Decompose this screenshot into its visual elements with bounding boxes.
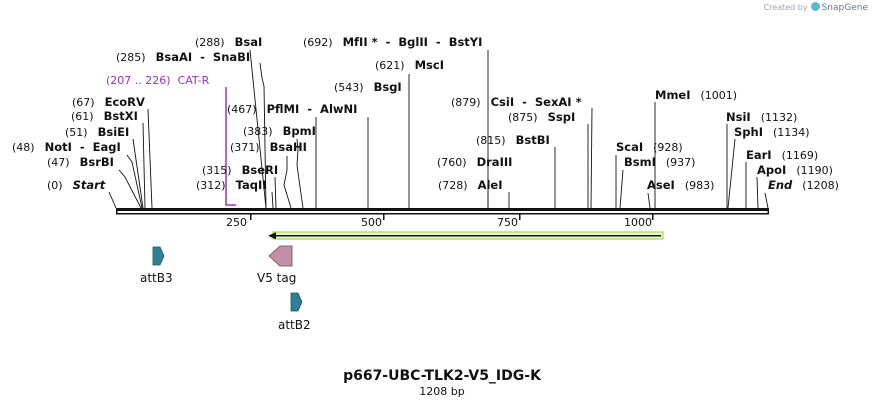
site-alei: (728)AleI [438,178,503,192]
site-end: End(1208) [768,178,839,192]
site-mfii-bglii-bstyi: (692)MfII * - BglII - BstYI [303,35,482,49]
primer-cat-r: (207 .. 226) CAT-R [106,74,236,206]
credit-brand: SnapGene [821,3,868,13]
site-noti-eagi: (48)NotI - EagI [12,140,121,154]
primer-bracket [225,87,236,206]
site-scai: ScaI(928) [616,140,683,154]
site-csii-sexai: (879)CsiI - SexAI * [451,95,582,109]
orf-reverse[interactable] [268,231,664,240]
site-bsahi: (371)BsaHI [230,140,307,154]
tick-mark-250 [250,214,252,220]
orf-line [276,235,661,237]
credit-prefix: Created by [763,3,808,12]
attb2-label: attB2 [278,318,311,332]
tick-label-1000: 1000 [624,216,652,229]
tick-mark-500 [383,214,385,220]
site-bseri: (315)BseRI [202,163,278,177]
v5-tag-label: V5 tag [257,271,296,285]
site-sphi: SphI(1134) [734,125,810,139]
site-bsiei: (51)BsiEI [65,125,129,139]
tick-mark-750 [519,214,521,220]
feature-attb2[interactable]: attB2 [278,292,311,332]
connector-start [108,191,117,209]
attb2-arrow [290,292,303,312]
connector-bsiei [132,138,144,209]
site-labels: (0)Start (47)BsrBI (48)NotI - EagI (51)B… [12,35,839,192]
v5-tag-arrow [268,245,293,267]
backbone-right-cap [767,208,769,215]
map-length: 1208 bp [419,385,464,398]
site-connector-lines [108,49,769,209]
connector-taqii [271,191,274,209]
connector-csii [590,107,593,209]
site-sspi: (875)SspI [508,110,575,124]
connector-bsmi [619,169,624,209]
site-taqii: (312)TaqII [196,178,267,192]
connector-bstxi [142,122,146,209]
site-bsgi: (543)BsgI [334,80,402,94]
connector-asei [647,192,651,209]
site-draiii: (760)DraIII [437,155,512,169]
connector-sphi [727,138,736,209]
snapgene-credit: Created by SnapGene [764,2,868,13]
backbone-left-cap [116,208,118,215]
dna-backbone [116,208,769,215]
site-nsii: NsiI(1132) [726,110,797,124]
site-bstbi: (815)BstBI [476,133,550,147]
site-pflmi-alwni: (467)PflMI - AlwNI [227,102,357,116]
site-bsrbi: (47)BsrBI [47,155,114,169]
connector-ecorv [147,108,153,209]
snapgene-logo-icon [810,2,820,11]
connector-bsai [249,49,267,209]
tick-label-250: 250 [226,216,247,229]
map-title: p667-UBC-TLK2-V5_IDG-K [343,368,542,384]
tick-mark-1000 [652,214,654,220]
orf-arrowhead [268,232,276,240]
site-asei: AseI(983) [647,178,714,192]
tick-label-500: 500 [361,216,382,229]
site-bpmi: (383)BpmI [243,124,316,138]
connector-noti [126,154,143,209]
backbone-bottom-strand [116,213,769,215]
site-msci: (621)MscI [375,58,444,72]
primer-label: (207 .. 226) CAT-R [106,74,210,87]
connector-bsaai [259,62,267,209]
connector-bpmi [296,138,304,209]
site-bstxi: (61)BstXI [71,109,138,123]
attb3-label: attB3 [140,271,173,285]
site-start: (0)Start [47,178,106,192]
ruler: 250 500 750 1000 [226,214,654,229]
connector-bsahi [283,156,292,209]
site-mmei: MmeI(1001) [655,88,737,102]
site-bsai: (288)BsaI [195,35,262,49]
connector-bsrbi [118,169,142,209]
feature-v5-tag[interactable]: V5 tag [257,245,296,285]
feature-attb3[interactable]: attB3 [140,246,173,285]
site-bsaai-snabi: (285)BsaAI - SnaBI [116,50,250,64]
site-apoi: ApoI(1190) [757,163,833,177]
connector-end [764,192,769,209]
attb3-arrow [152,246,165,266]
site-ecorv: (67)EcoRV [72,95,145,109]
site-eari: EarI(1169) [746,148,818,162]
backbone-top-strand [116,208,769,211]
connector-apoi [756,176,759,209]
tick-label-750: 750 [497,216,518,229]
site-bsmi: BsmI(937) [624,155,695,169]
connector-bseri [274,176,277,209]
